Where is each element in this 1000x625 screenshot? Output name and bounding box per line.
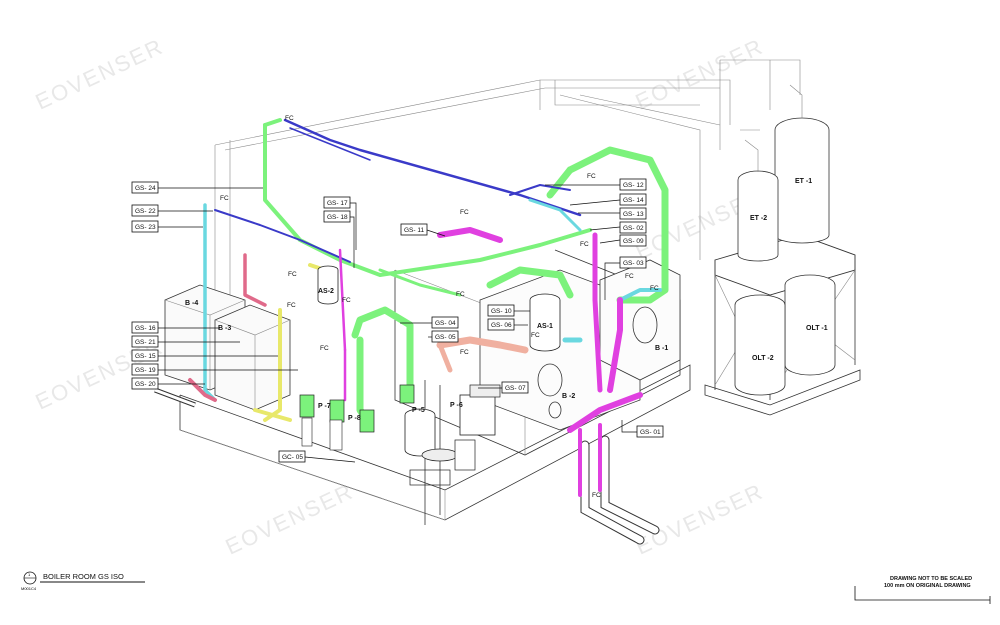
label-as1: AS-1 [537,323,553,330]
small-boiler-units [164,284,291,411]
fc-marker: FC [460,349,469,356]
tag-gs07: GS- 07 [501,381,529,394]
tag-gs23: GS- 23 [131,220,159,233]
title-ref-bottom: M001C4 [21,586,37,591]
note-line-1: DRAWING NOT TO BE SCALED [890,576,972,582]
watermark-text: EOVENSER [32,33,168,114]
watermark-text: EOVENSER [222,478,358,559]
watermark-text: EOVENSER [632,478,768,559]
label-p7: P -7 [318,403,331,410]
fc-marker: FC [288,271,297,278]
tag-leader-lines [158,184,637,463]
tag-gs23-label: GS- 23 [135,224,156,231]
tag-gs03-label: GS- 03 [623,260,644,267]
drawing-title-block: 1 M001C4 BOILER ROOM GS ISO [21,571,145,591]
fc-marker: FC [460,209,469,216]
tag-gs21: GS- 21 [131,335,159,348]
tag-gs24: GS- 24 [131,181,159,194]
fc-marker: FC [287,302,296,309]
label-p8: P -8 [348,415,361,422]
tag-gs22: GS- 22 [131,204,159,217]
equipment-labels: ET -1 ET -2 OLT -1 OLT -2 B -1 B -2 B -3… [185,178,828,422]
fc-marker: FC [320,345,329,352]
tag-gs06: GS- 06 [487,318,515,331]
tag-gs17-label: GS- 17 [327,200,348,207]
tag-gs19: GS- 19 [131,363,159,376]
label-as2: AS-2 [318,288,334,295]
tag-gs09-label: GS- 09 [623,238,644,245]
fc-marker: FC [456,291,465,298]
fc-marker: FC [342,297,351,304]
label-olt1: OLT -1 [806,325,828,332]
tag-gs14-label: GS- 14 [623,197,644,204]
fc-marker: FC [592,492,601,499]
tag-gs12: GS- 12 [619,178,647,191]
label-p6: P -6 [450,402,463,409]
tag-gs13: GS- 13 [619,207,647,220]
tag-gs01: GS- 01 [636,425,664,438]
tag-gs10: GS- 10 [487,304,515,317]
tag-gs03: GS- 03 [619,256,647,269]
tag-gs07-label: GS- 07 [505,385,526,392]
tag-gs13-label: GS- 13 [623,211,644,218]
drawing-title: BOILER ROOM GS ISO [43,572,124,581]
tag-gs02: GS- 02 [619,221,647,234]
fc-marker: FC [285,115,294,122]
tag-gc05-label: GC- 05 [282,454,303,461]
fc-marker: FC [220,195,229,202]
tag-gs16: GS- 16 [131,321,159,334]
tag-gs12-label: GS- 12 [623,182,644,189]
expansion-tank-platform [704,84,861,416]
tag-gs11-label: GS- 11 [404,227,424,234]
tag-gs19-label: GS- 19 [135,367,156,374]
tag-gs15-label: GS- 15 [135,353,156,360]
label-et1: ET -1 [795,178,812,185]
tag-gs18: GS- 18 [323,210,351,223]
tag-gs15: GS- 15 [131,349,159,362]
tag-gs09: GS- 09 [619,234,647,247]
tag-gs24-label: GS- 24 [135,185,156,192]
tag-gs14: GS- 14 [619,193,647,206]
air-separators [317,265,561,352]
label-olt2: OLT -2 [752,355,774,362]
scale-note: DRAWING NOT TO BE SCALED 100 mm ON ORIGI… [854,576,991,604]
tag-gs18-label: GS- 18 [327,214,348,221]
note-line-2: 100 mm ON ORIGINAL DRAWING [884,583,971,589]
tag-gs16-label: GS- 16 [135,325,156,332]
label-b3: B -3 [218,325,231,332]
label-et2: ET -2 [750,215,767,222]
label-p5: P -5 [412,407,425,414]
tag-gs21-label: GS- 21 [135,339,156,346]
flow-markers: FC FC FC FC FC FC FC FC FC FC FC FC FC F… [220,115,659,499]
tag-gs20-label: GS- 20 [135,381,156,388]
tag-gs06-label: GS- 06 [491,322,512,329]
tag-gs11: GS- 11 [400,223,428,236]
watermark-text: EOVENSER [632,33,768,114]
label-b1: B -1 [655,345,668,352]
tag-gs10-label: GS- 10 [491,308,512,315]
tag-gs01-label: GS- 01 [640,429,661,436]
tag-gc05: GC- 05 [278,450,306,463]
tag-gs02-label: GS- 02 [623,225,644,232]
fc-marker: FC [580,241,589,248]
pump-group [299,384,501,486]
fc-marker: FC [625,273,634,280]
tag-gs05-label: GS- 05 [435,334,456,341]
tag-gs05: GS- 05 [431,330,459,343]
steel-frame [179,59,801,521]
tag-gs17: GS- 17 [323,196,351,209]
fc-marker: FC [531,332,540,339]
tag-gs04-label: GS- 04 [435,320,456,327]
fc-marker: FC [587,173,596,180]
label-b4: B -4 [185,300,198,307]
label-b2: B -2 [562,393,575,400]
title-ref-top: 1 [28,572,31,577]
tag-gs22-label: GS- 22 [135,208,156,215]
tag-gs04: GS- 04 [431,316,459,329]
fc-marker: FC [650,285,659,292]
tag-gs20: GS- 20 [131,377,159,390]
outlet-pipes [154,380,660,545]
